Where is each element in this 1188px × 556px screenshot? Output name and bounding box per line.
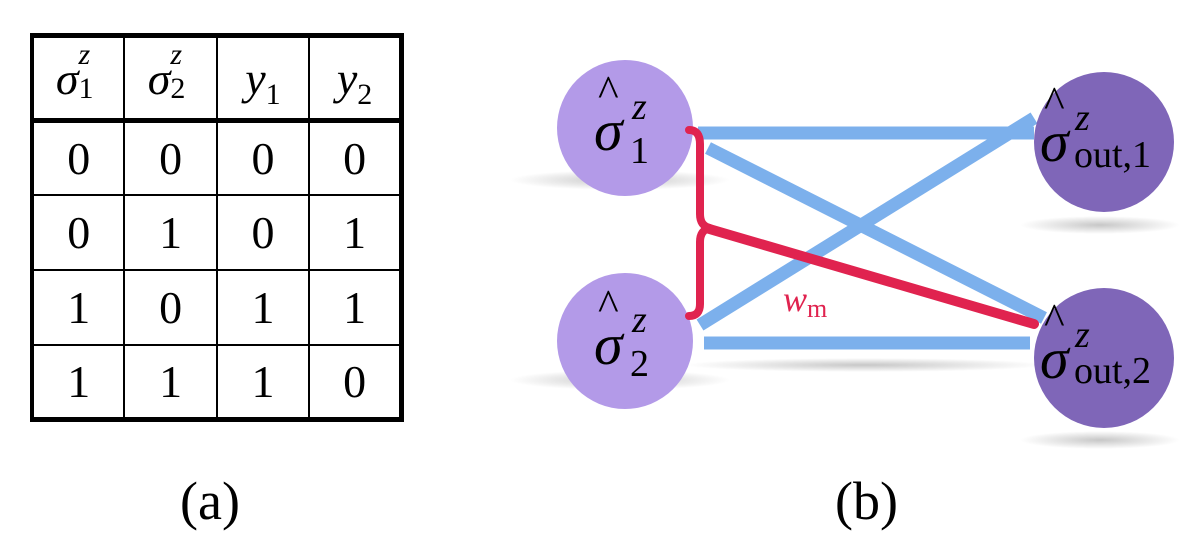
caption-b: (b) (835, 471, 898, 531)
table-cell: 1 (215, 269, 311, 346)
table-row: 0 1 0 1 (30, 194, 403, 271)
node-2-sub: 2 (630, 343, 649, 385)
node-1-sub: 1 (630, 130, 649, 172)
header-y2: y2 (308, 34, 403, 123)
node-shadow (1020, 431, 1180, 449)
node-shadow (1020, 216, 1180, 234)
edge-group (696, 112, 1047, 350)
edge-1-out2 (705, 142, 1047, 324)
brace-icon (685, 126, 714, 320)
node-label-out1: σ^ (1040, 78, 1069, 174)
table-cell: 0 (215, 194, 311, 271)
table-cell: 1 (308, 194, 403, 271)
table-cell: 0 (308, 119, 403, 197)
node-out1-sup: z (1075, 97, 1090, 139)
highlight-edge (701, 223, 1039, 329)
node-1-sup: z (632, 86, 647, 128)
input-node-2 (557, 273, 693, 409)
table-cell: 1 (123, 194, 218, 271)
table-row: 1 1 1 0 (30, 343, 403, 421)
input-node-1 (557, 60, 693, 196)
node-label-out2: σ^ (1040, 295, 1069, 391)
table-cell: 1 (215, 343, 311, 421)
node-2-sup: z (632, 299, 647, 341)
table-cell: 0 (30, 119, 126, 197)
table-cell: 0 (215, 119, 311, 197)
edge-shadow (685, 358, 1045, 372)
output-node-1 (1034, 72, 1174, 212)
table-cell: 0 (30, 194, 126, 271)
table-row: 0 0 0 0 (30, 119, 403, 197)
node-out1-sub: out,1 (1074, 134, 1152, 176)
node-out2-sup: z (1075, 314, 1090, 356)
node-label-1: σ^ (594, 67, 623, 163)
output-node-2 (1034, 288, 1174, 428)
table-cell: 0 (123, 269, 218, 346)
table-cell: 0 (123, 119, 218, 197)
table-cell: 1 (308, 269, 403, 346)
caption-a: (a) (180, 471, 240, 531)
table-cell: 0 (308, 343, 403, 421)
edge-2-out1 (696, 112, 1038, 331)
table-cell: 1 (123, 343, 218, 421)
weight-label: wm (783, 279, 828, 323)
highlight-group (685, 126, 1039, 329)
table-cell: 1 (30, 269, 126, 346)
node-out2-sub: out,2 (1074, 350, 1152, 392)
node-label-2: σ^ (594, 281, 623, 377)
table-row: 1 0 1 1 (30, 269, 403, 346)
header-y1: y1 (215, 34, 311, 123)
table-cell: 1 (30, 343, 126, 421)
